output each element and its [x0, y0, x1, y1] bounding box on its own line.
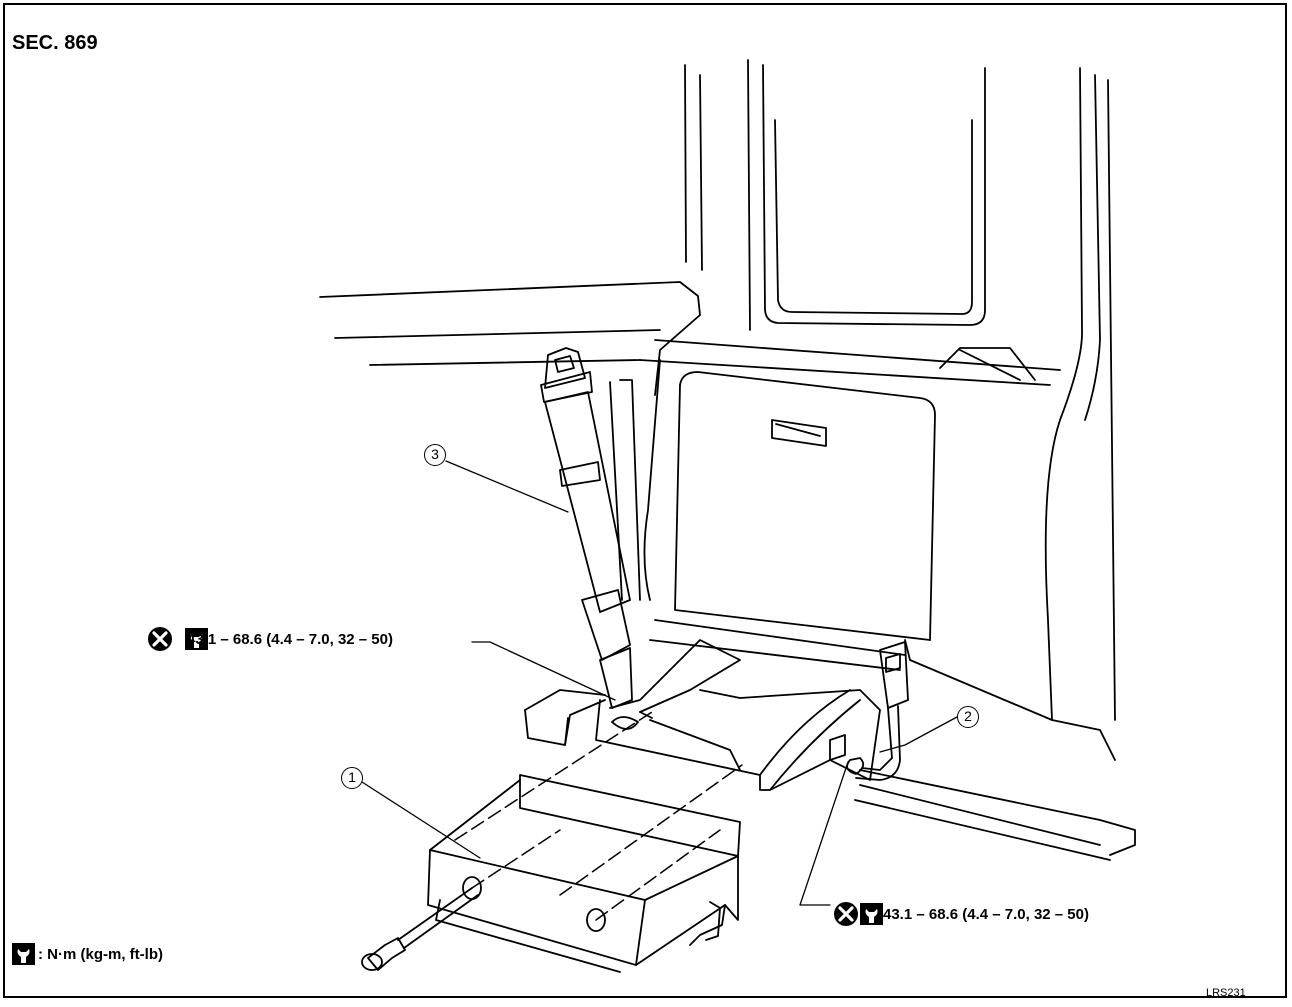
torque-wrench-icon	[12, 943, 35, 965]
torque-unit-legend: : N·m (kg-m, ft-lb)	[38, 946, 163, 963]
floor-bracket	[524, 639, 881, 791]
diagram-frame	[3, 3, 1287, 998]
leader-lines	[361, 460, 958, 906]
alignment-lines	[454, 711, 743, 921]
callout-1: 1	[341, 767, 363, 789]
torque-spec-upper: 43.1 – 68.6 (4.4 – 7.0, 32 – 50)	[187, 631, 393, 648]
figure-code: LRS231	[1206, 987, 1246, 999]
callout-3: 3	[424, 444, 446, 466]
seat-belt-buckle	[846, 641, 909, 781]
torque-wrench-icon	[185, 628, 208, 650]
seat-belt-tongue	[540, 347, 633, 709]
torque-spec-lower: 43.1 – 68.6 (4.4 – 7.0, 32 – 50)	[883, 906, 1089, 923]
do-not-reuse-icon	[148, 627, 172, 651]
section-number: SEC. 869	[12, 32, 98, 54]
bolt	[361, 887, 479, 971]
floor-cover-block	[427, 774, 741, 973]
torque-wrench-icon	[860, 903, 883, 925]
rear-body-panel	[319, 59, 1136, 861]
callout-2: 2	[957, 706, 979, 728]
do-not-reuse-icon	[834, 902, 858, 926]
